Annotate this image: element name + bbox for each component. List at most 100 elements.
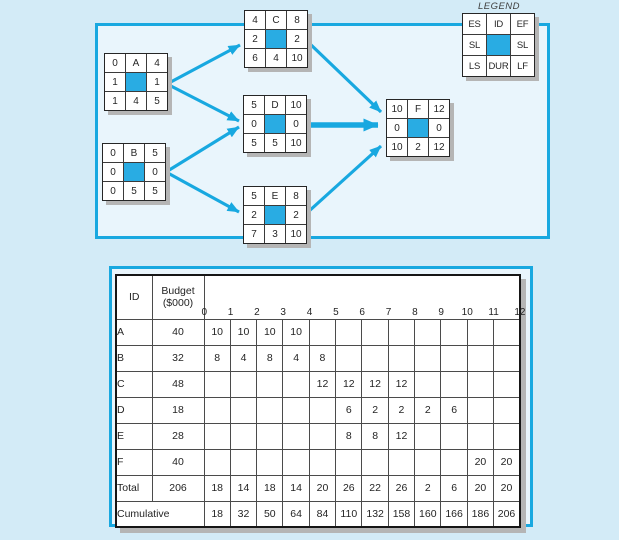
table-row-total-period-2: 18 — [256, 474, 284, 502]
table-row-F-period-9 — [440, 448, 468, 476]
node-F-cell-r0c1: F — [408, 100, 428, 118]
table-row-total-period-1: 14 — [229, 474, 258, 502]
table-row-E-period-6: 8 — [361, 422, 389, 450]
node-E-cell-r1c2: 2 — [286, 206, 306, 224]
arrow-A-D — [166, 82, 240, 123]
timeline-tick-0: 0 — [201, 306, 208, 318]
node-E-cell-r2c2: 10 — [286, 225, 306, 243]
table-row-total-period-0: 18 — [203, 474, 231, 502]
timeline-tick-12: 12 — [514, 306, 526, 318]
table-row-B-budget: 32 — [151, 344, 205, 372]
table-row-C-period-0 — [203, 370, 231, 398]
node-D-cell-r0c1: D — [265, 96, 285, 114]
timeline-tick-10: 10 — [461, 306, 473, 318]
table-row-F-period-1 — [229, 448, 258, 476]
node-A-cell-r1c0: 1 — [105, 73, 125, 91]
node-D-cell-r2c2: 10 — [286, 134, 306, 152]
legend-cell-r2c0: LS — [463, 56, 486, 76]
table-row-total-period-11: 20 — [493, 474, 521, 502]
table-row-F-label: F — [115, 448, 153, 476]
node-D-cell-r2c0: 5 — [244, 134, 264, 152]
table-row-total-period-9: 6 — [440, 474, 468, 502]
table-row-C-period-11 — [493, 370, 521, 398]
table-row-cumulative-period-6: 132 — [361, 500, 389, 528]
table-row-B-period-2: 8 — [256, 344, 284, 372]
timeline-tick-9: 9 — [438, 306, 444, 318]
node-A-cell-r0c2: 4 — [147, 54, 167, 72]
table-row-D-period-6: 2 — [361, 396, 389, 424]
legend-cell-r0c0: ES — [463, 14, 486, 34]
budget-column-header: Budget($000) — [151, 274, 205, 320]
table-row-D-budget: 18 — [151, 396, 205, 424]
timeline-tick-11: 11 — [488, 306, 499, 318]
table-row-F-period-10: 20 — [466, 448, 495, 476]
table-row-A-period-2: 10 — [256, 318, 284, 346]
table-row-E-period-1 — [229, 422, 258, 450]
table-row-cumulative-period-2: 50 — [256, 500, 284, 528]
node-E-cell-r2c0: 7 — [244, 225, 264, 243]
table-row-D-period-5: 6 — [335, 396, 363, 424]
legend-title: LEGEND — [477, 1, 521, 12]
legend-cell-r1c0: SL — [463, 35, 486, 55]
node-C-cell-r1c1 — [266, 30, 286, 48]
node-D-cell-r1c2: 0 — [286, 115, 306, 133]
table-row-C-budget: 48 — [151, 370, 205, 398]
node-A-cell-r0c1: A — [126, 54, 146, 72]
timeline-tick-8: 8 — [412, 306, 418, 318]
node-E-cell-r0c1: E — [265, 187, 285, 205]
table-row-cumulative-period-5: 110 — [335, 500, 363, 528]
table-row-C-label: C — [115, 370, 153, 398]
table-row-A-period-10 — [466, 318, 495, 346]
table-row-A-budget: 40 — [151, 318, 205, 346]
legend-cell-r2c2: LF — [511, 56, 534, 76]
node-A-cell-r2c1: 4 — [126, 92, 146, 110]
table-row-E-period-3 — [282, 422, 310, 450]
node-F-cell-r0c2: 12 — [429, 100, 449, 118]
table-row-F-period-2 — [256, 448, 284, 476]
table-row-cumulative-period-9: 166 — [440, 500, 468, 528]
table-row-C-period-2 — [256, 370, 284, 398]
table-row-F-period-6 — [361, 448, 389, 476]
table-row-B-period-8 — [414, 344, 442, 372]
legend-cell-r1c1 — [487, 35, 510, 55]
table-row-A-period-11 — [493, 318, 521, 346]
table-row-A-period-0: 10 — [203, 318, 231, 346]
table-row-D-period-3 — [282, 396, 310, 424]
table-row-C-period-6: 12 — [361, 370, 389, 398]
node-E-cell-r2c1: 3 — [265, 225, 285, 243]
table-row-F-period-8 — [414, 448, 442, 476]
node-A-cell-r2c0: 1 — [105, 92, 125, 110]
table-row-B-period-1: 4 — [229, 344, 258, 372]
table-row-B-period-11 — [493, 344, 521, 372]
table-row-F-period-0 — [203, 448, 231, 476]
table-row-A-period-3: 10 — [282, 318, 310, 346]
node-C-cell-r1c2: 2 — [287, 30, 307, 48]
timeline-tick-5: 5 — [333, 306, 339, 318]
table-row-D-period-4 — [308, 396, 337, 424]
table-row-B-period-6 — [361, 344, 389, 372]
table-row-total-label: Total — [115, 474, 153, 502]
table-row-E-period-2 — [256, 422, 284, 450]
table-row-B-period-9 — [440, 344, 468, 372]
node-F-cell-r2c2: 12 — [429, 138, 449, 156]
table-row-cumulative-period-1: 32 — [229, 500, 258, 528]
arrow-A-C — [166, 43, 241, 86]
table-row-total-period-10: 20 — [466, 474, 495, 502]
node-E-cell-r1c1 — [265, 206, 285, 224]
node-B-cell-r1c1 — [124, 163, 144, 181]
table-row-A-period-4 — [308, 318, 337, 346]
table-row-C-period-4: 12 — [308, 370, 337, 398]
node-C-cell-r1c0: 2 — [245, 30, 265, 48]
node-F-cell-r1c2: 0 — [429, 119, 449, 137]
node-F-cell-r1c0: 0 — [387, 119, 407, 137]
